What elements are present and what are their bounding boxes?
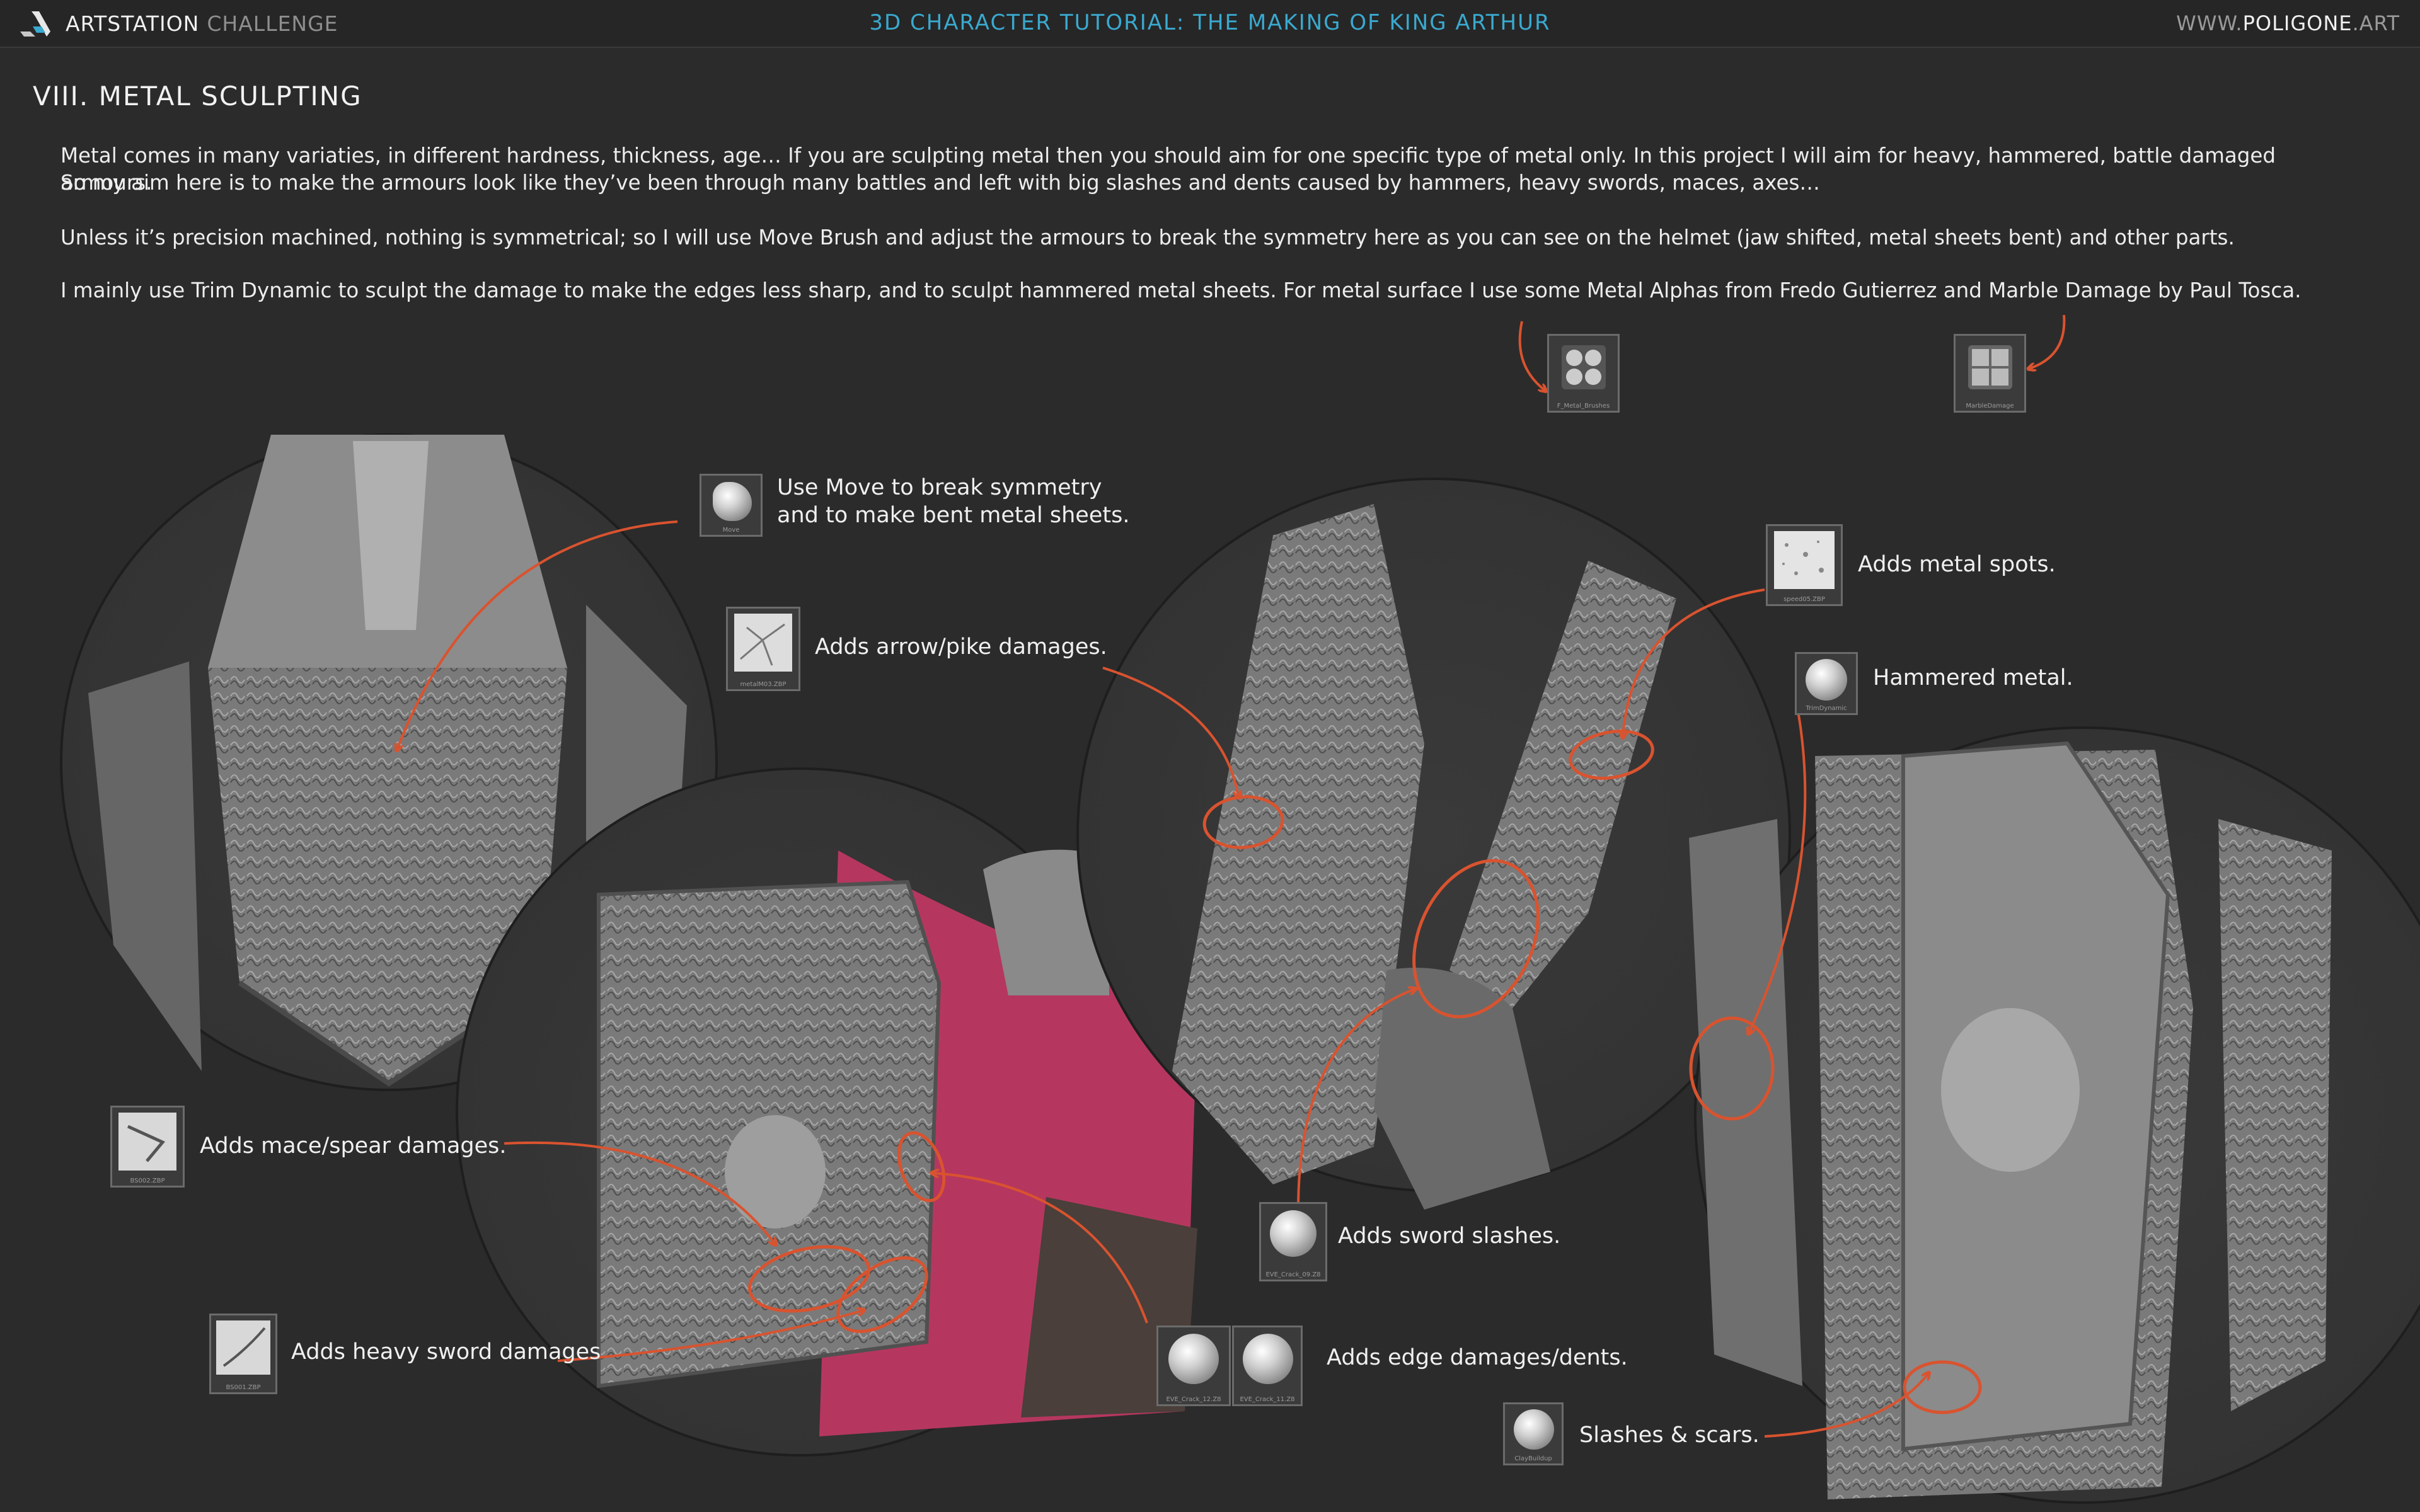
thumb-caption: BS002.ZBP: [130, 1177, 165, 1184]
chest-render: [456, 767, 1197, 1457]
thumb-caption: Move: [722, 527, 740, 534]
folder-grid-icon: [1562, 345, 1606, 389]
edge-damage-thumb-1[interactable]: EVE_Crack_12.Z8: [1156, 1326, 1231, 1406]
thumb-caption: metalM03.ZBP: [740, 681, 786, 688]
sword-slash-thumb[interactable]: EVE_Crack_09.Z8: [1259, 1202, 1327, 1281]
brand-secondary: CHALLENGE: [207, 11, 338, 36]
annotation-hammered: Hammered metal.: [1873, 665, 2073, 690]
paragraph-1-line-2: So my aim here is to make the armours lo…: [60, 171, 1820, 195]
edge-damage-thumb-2[interactable]: EVE_Crack_11.Z8: [1232, 1326, 1303, 1406]
sword-slash-brush-icon: [1270, 1210, 1317, 1257]
clay-buildup-brush-icon: [1514, 1409, 1554, 1450]
top-bar: ARTSTATION CHALLENGE 3D CHARACTER TUTORI…: [0, 0, 2420, 48]
metal-brushes-folder-thumb[interactable]: F_Metal_Brushes: [1547, 334, 1620, 413]
annotation-heavy-sword: Adds heavy sword damages: [291, 1339, 601, 1365]
sword-alpha-icon: [216, 1320, 270, 1375]
damage-markers: [748, 730, 1982, 1414]
mace-alpha-icon: [118, 1113, 176, 1171]
thumb-caption: ClayBuildup: [1514, 1455, 1552, 1462]
annotation-slashes-scars: Slashes & scars.: [1579, 1423, 1760, 1448]
slashes-brush-thumb[interactable]: ClayBuildup: [1503, 1402, 1564, 1465]
crack-alpha-icon: [734, 614, 792, 672]
tutorial-title: 3D CHARACTER TUTORIAL: THE MAKING OF KIN…: [869, 10, 1551, 35]
folder-alpha-icon: [1968, 345, 2012, 389]
annotation-edge-dents: Adds edge damages/dents.: [1327, 1345, 1628, 1370]
metal03-alpha-thumb[interactable]: metalM03.ZBP: [726, 607, 800, 691]
thumb-caption: EVE_Crack_09.Z8: [1265, 1271, 1321, 1278]
annotation-sword-slashes: Adds sword slashes.: [1338, 1223, 1561, 1249]
site-link[interactable]: WWW.POLIGONE.ART: [2176, 11, 2400, 35]
trim-dynamic-brush-icon: [1806, 659, 1847, 701]
edge-damage-brush-icon: [1168, 1334, 1219, 1384]
arm-render: [1689, 726, 2420, 1504]
brand-primary: ARTSTATION: [66, 11, 200, 36]
annotation-move-line-1: Use Move to break symmetry: [777, 475, 1102, 500]
site-suffix: .ART: [2352, 11, 2400, 35]
paragraph-2: Unless it’s precision machined, nothing …: [60, 226, 2235, 249]
thumb-caption: EVE_Crack_11.Z8: [1240, 1396, 1295, 1403]
site-prefix: WWW.: [2176, 11, 2243, 35]
annotation-metal-spots: Adds metal spots.: [1858, 552, 2056, 577]
marble-damage-folder-thumb[interactable]: MarbleDamage: [1954, 334, 2026, 413]
site-name: POLIGONE: [2242, 11, 2353, 35]
edge-damage-brush-icon: [1243, 1334, 1293, 1384]
thumb-caption: MarbleDamage: [1966, 403, 2014, 410]
thumb-caption: BS001.ZBP: [226, 1384, 261, 1391]
move-brush-icon: [713, 482, 752, 521]
thumb-caption: speed05.ZBP: [1783, 596, 1825, 603]
trim-dynamic-thumb[interactable]: TrimDynamic: [1795, 652, 1858, 715]
section-title: VIII. METAL SCULPTING: [33, 81, 362, 112]
annotation-move-line-2: and to make bent metal sheets.: [777, 503, 1130, 528]
mace-alpha-thumb[interactable]: BS002.ZBP: [110, 1106, 185, 1188]
annotation-arrows: [397, 314, 2066, 1438]
annotation-mace-spear: Adds mace/spear damages.: [200, 1133, 507, 1159]
brand[interactable]: ARTSTATION CHALLENGE: [19, 8, 338, 39]
paragraph-1-line-1: Metal comes in many variaties, in differ…: [60, 144, 2276, 195]
artstation-logo-icon: [20, 11, 50, 37]
thumb-caption: F_Metal_Brushes: [1557, 403, 1610, 410]
speed-alpha-thumb[interactable]: speed05.ZBP: [1766, 524, 1843, 606]
thumb-caption: EVE_Crack_12.Z8: [1166, 1396, 1221, 1403]
heavy-sword-alpha-thumb[interactable]: BS001.ZBP: [209, 1314, 277, 1394]
paragraph-3: I mainly use Trim Dynamic to sculpt the …: [60, 278, 2302, 302]
gauntlet-render: [1076, 478, 1791, 1210]
thumb-caption: TrimDynamic: [1806, 705, 1847, 712]
annotation-arrow-pike: Adds arrow/pike damages.: [815, 634, 1107, 660]
move-brush-thumb[interactable]: Move: [700, 474, 763, 537]
spots-alpha-icon: [1774, 531, 1835, 589]
